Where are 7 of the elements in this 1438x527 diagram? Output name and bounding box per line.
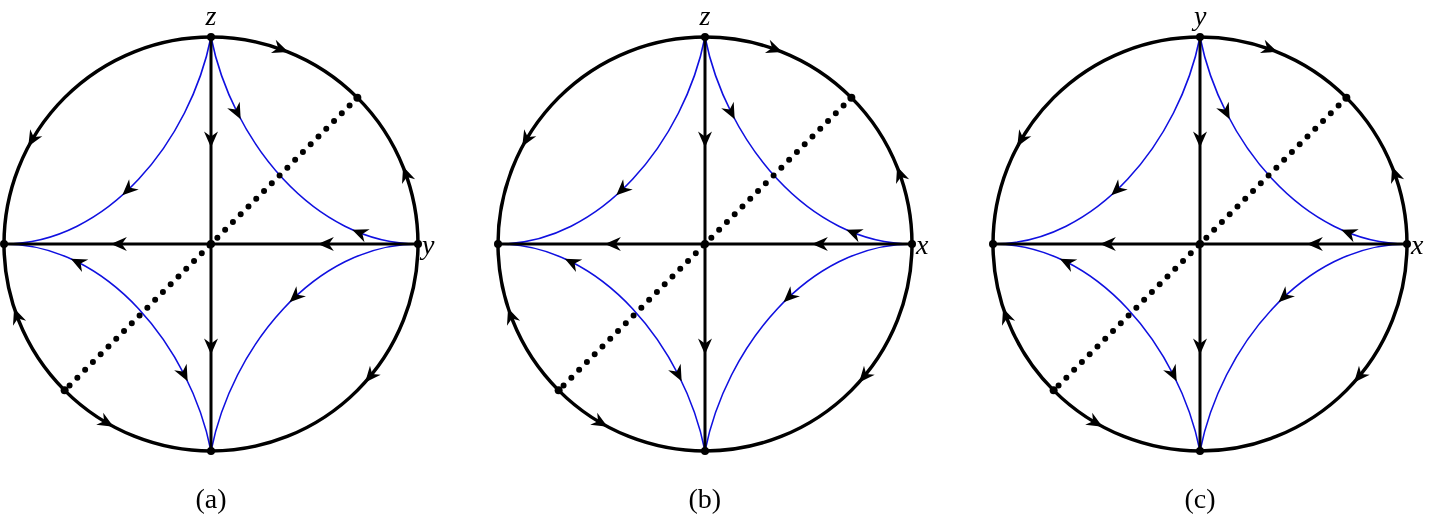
panel-caption: (c) [1184, 484, 1216, 514]
panel-caption: (b) [688, 484, 722, 514]
axis-label: x [916, 230, 929, 260]
panel-caption: (a) [195, 484, 227, 514]
axis-label: x [1411, 230, 1424, 260]
axis-label: z [205, 1, 217, 31]
axis-label: z [699, 1, 711, 31]
